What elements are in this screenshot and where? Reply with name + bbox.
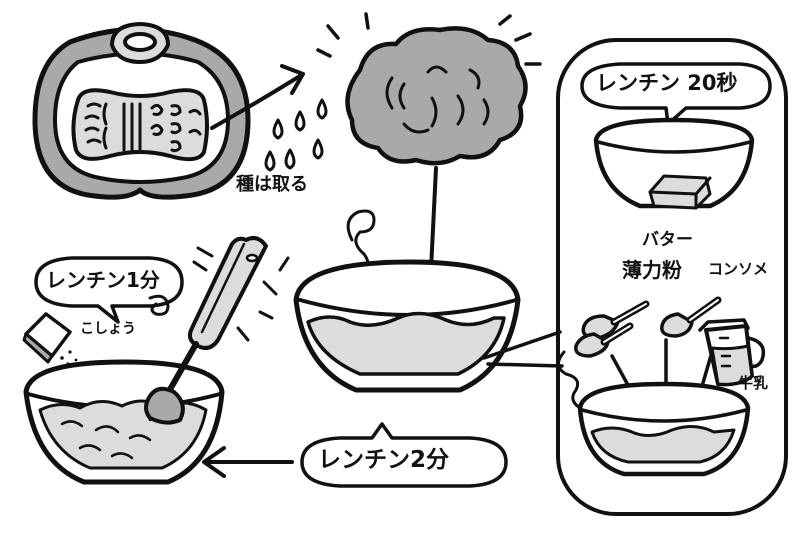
label-milk: 牛乳 [738, 374, 769, 392]
arrow-icon [202, 446, 294, 478]
label-pepper: こしょう [80, 321, 136, 337]
seeds-icon [264, 98, 328, 172]
bowl-icon [593, 117, 755, 209]
measuring-cup-icon [698, 318, 766, 387]
label-butter: バター [642, 230, 693, 250]
bubble-2min [300, 422, 508, 488]
measuring-spoon-icon [581, 300, 650, 340]
measuring-spoon-icon [660, 296, 722, 338]
steam-icon [148, 294, 170, 316]
label-microwave-2min: レンチン2分 [318, 447, 450, 473]
bowl-icon [23, 359, 225, 485]
label-microwave-20s: レンチン 20秒 [596, 71, 738, 95]
bowl-icon [577, 381, 751, 477]
bubble-1min [34, 256, 184, 324]
callout-line [482, 330, 564, 368]
bowl-icon [293, 259, 521, 393]
steam-icon [557, 350, 582, 410]
measuring-spoon-icon [574, 322, 634, 358]
butter-icon [648, 174, 712, 210]
right-panel [556, 38, 788, 516]
hand-blender-icon [144, 236, 290, 425]
label-remove-seeds: 種は取る [236, 174, 308, 195]
pumpkin-icon [32, 22, 251, 200]
arrow-icon [210, 64, 305, 130]
pepper-shaker-icon [22, 312, 78, 370]
label-flour: 薄力粉 [622, 258, 682, 282]
steam-icon [346, 209, 376, 278]
mashed-pumpkin-icon [316, 12, 542, 166]
label-consomme: コンソメ [708, 260, 769, 278]
bubble-20s [580, 62, 772, 126]
label-microwave-1min: レンチン1分 [46, 268, 160, 292]
